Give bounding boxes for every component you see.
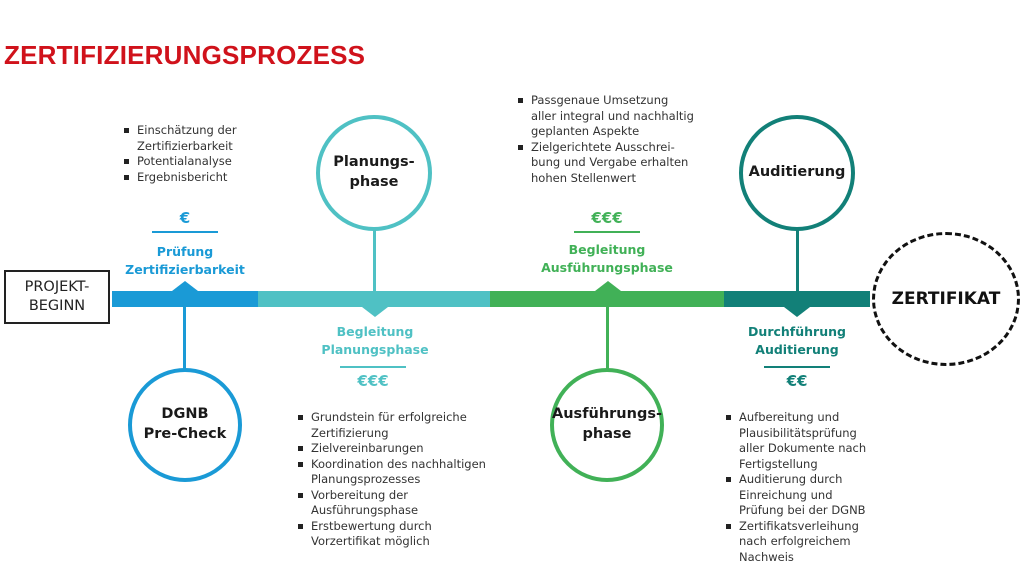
marker-down-4 xyxy=(784,307,810,317)
stage-circle-planungsphase: Planungs- phase xyxy=(316,115,432,231)
phase-label-pruefung: Prüfung Zertifizierbarkeit xyxy=(125,244,245,278)
phase-label-begleitung-planung: Begleitung Planungsphase xyxy=(321,324,429,358)
list-item: Vorbereitung der Ausführungsphase xyxy=(296,488,516,519)
stage-circle-label: Auditierung xyxy=(748,164,846,181)
cost-underline xyxy=(152,231,218,233)
timeline-segment-dark-teal xyxy=(724,291,870,307)
list-item: Grundstein für erfolgreiche Zertifizieru… xyxy=(296,410,516,441)
stage-circle-pre-check: DGNB Pre-Check xyxy=(128,368,242,482)
cost-indicator-2: €€€ xyxy=(340,366,406,393)
marker-up-1 xyxy=(172,281,198,291)
cost-indicator-4: €€ xyxy=(764,366,830,393)
timeline-segment-light-teal xyxy=(258,291,490,307)
stage-circle-label: DGNB Pre-Check xyxy=(143,406,227,442)
phase-label-begleitung-ausfuehrung: Begleitung Ausführungsphase xyxy=(541,242,673,276)
list-item: Auditierung durch Einreichung und Prüfun… xyxy=(724,472,904,519)
list-item: Einschätzung der Zertifizierbarkeit xyxy=(122,123,292,154)
timeline-segment-green xyxy=(490,291,724,307)
connector-2 xyxy=(373,226,376,293)
cost-text: €€€ xyxy=(591,209,623,227)
cost-underline xyxy=(574,231,640,233)
list-item: Koordination des nachhaltigen Planungspr… xyxy=(296,457,516,488)
project-start-label: PROJEKT- BEGINN xyxy=(24,279,90,314)
stage-circle-label: Ausführungs- phase xyxy=(552,406,662,442)
cost-overline xyxy=(340,366,406,368)
connector-4 xyxy=(796,226,799,293)
list-item: Erstbewertung durch Vorzertifikat möglic… xyxy=(296,519,516,550)
bullet-list-auditierung: Aufbereitung und Plausibilitätsprüfung a… xyxy=(724,410,904,565)
cost-overline xyxy=(764,366,830,368)
stage-circle-label: Planungs- phase xyxy=(333,154,415,190)
list-item: Potentialanalyse xyxy=(122,154,292,170)
certificate-circle: ZERTIFIKAT xyxy=(872,232,1020,366)
cost-indicator-1: € xyxy=(152,209,218,233)
bullet-list-ausfuehrung: Passgenaue Umsetzung aller integral und … xyxy=(516,93,726,186)
list-item: Aufbereitung und Plausibilitätsprüfung a… xyxy=(724,410,904,472)
list-item: Zielgerichtete Ausschrei- bung und Verga… xyxy=(516,140,726,187)
cost-indicator-3: €€€ xyxy=(574,209,640,233)
cost-text: €€ xyxy=(786,372,808,390)
bullet-list-pre-check: Einschätzung der Zertifizierbarkeit Pote… xyxy=(122,123,292,185)
cost-text: €€€ xyxy=(357,372,389,390)
stage-circle-ausfuehrungsphase: Ausführungs- phase xyxy=(550,368,664,482)
marker-up-3 xyxy=(595,281,621,291)
marker-down-2 xyxy=(362,307,388,317)
bullet-list-planung: Grundstein für erfolgreiche Zertifizieru… xyxy=(296,410,516,550)
stage-circle-auditierung: Auditierung xyxy=(739,115,855,231)
certificate-label: ZERTIFIKAT xyxy=(891,289,1001,309)
list-item: Passgenaue Umsetzung aller integral und … xyxy=(516,93,726,140)
project-start-box: PROJEKT- BEGINN xyxy=(4,270,110,324)
page-title: ZERTIFIZIERUNGSPROZESS xyxy=(4,40,366,70)
cost-text: € xyxy=(179,209,191,227)
list-item: Zielvereinbarungen xyxy=(296,441,516,457)
timeline-segment-blue xyxy=(112,291,258,307)
connector-1 xyxy=(183,307,186,371)
connector-3 xyxy=(606,307,609,371)
phase-label-auditierung: Durchführung Auditierung xyxy=(748,324,846,358)
list-item: Ergebnisbericht xyxy=(122,170,292,186)
list-item: Zertifikatsverleihung nach erfolgreichem… xyxy=(724,519,904,566)
